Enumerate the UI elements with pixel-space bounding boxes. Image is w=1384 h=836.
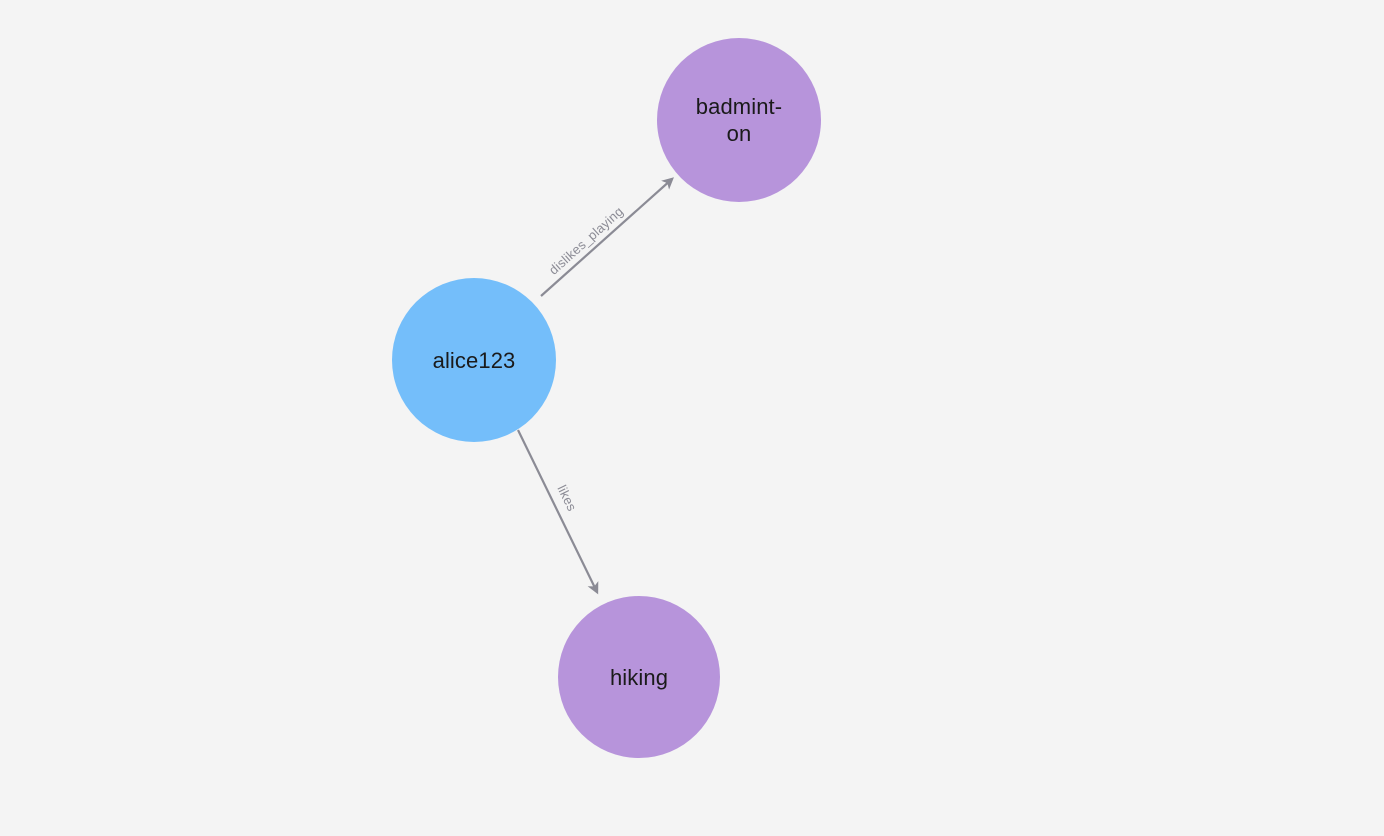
graph-edge-label: dislikes_playing — [546, 204, 626, 278]
graph-node-label: hiking — [609, 664, 669, 690]
graph-node-label: badmint- on — [695, 94, 783, 146]
graph-edge-alice123-to-badminton[interactable] — [540, 177, 674, 297]
graph-node-badminton[interactable]: badmint- on — [657, 38, 821, 202]
graph-edge-label: likes — [554, 483, 579, 514]
graph-node-label: alice123 — [432, 347, 516, 373]
graph-node-alice123[interactable]: alice123 — [392, 278, 556, 442]
graph-edge-alice123-to-hiking[interactable] — [517, 429, 599, 595]
graph-node-hiking[interactable]: hiking — [558, 596, 720, 758]
